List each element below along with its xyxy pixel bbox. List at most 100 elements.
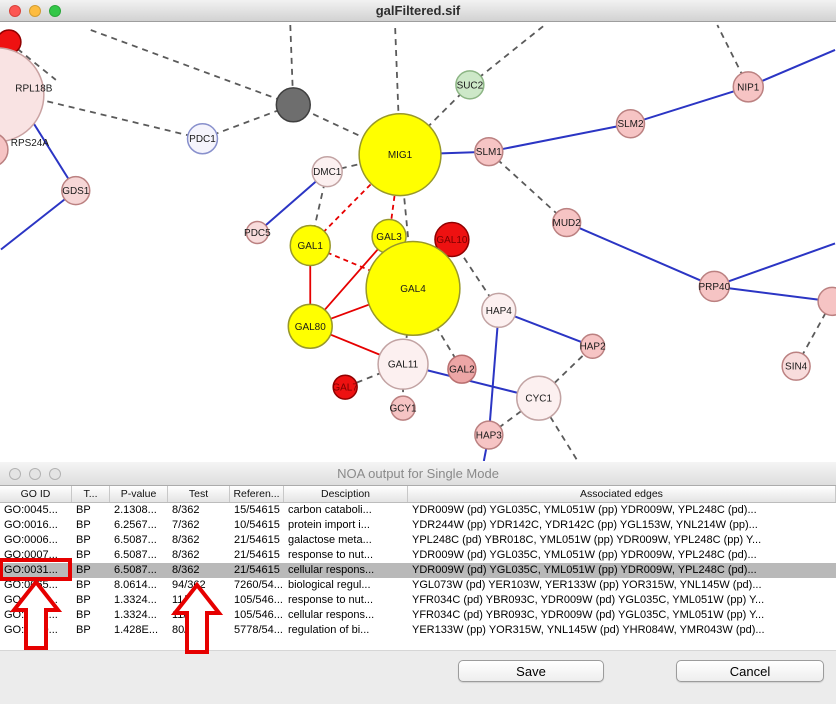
graph-node-GAL4[interactable]	[365, 240, 461, 337]
graph-node-label: SIN4	[785, 362, 808, 373]
graph-node-label: RPS24A	[11, 138, 50, 149]
cell-reference: 10/54615	[234, 519, 280, 531]
graph-node-GDS1[interactable]	[61, 175, 91, 206]
cell-go-id: GO:0016...	[4, 519, 58, 531]
graph-node-SLM2[interactable]	[615, 109, 646, 139]
graph-node-GCY1[interactable]	[390, 395, 416, 421]
graph-node-CYC1[interactable]	[516, 375, 562, 421]
graph-edge[interactable]	[714, 285, 833, 303]
graph-edge[interactable]	[309, 154, 401, 247]
graph-edge[interactable]	[713, 242, 836, 288]
graph-node-SUC2[interactable]	[455, 70, 485, 100]
cell-type: BP	[76, 609, 91, 621]
graph-node-label: GAL80	[295, 322, 326, 333]
graph-node-label: GAL1	[297, 241, 323, 252]
graph-node-RPS24A[interactable]	[0, 133, 9, 167]
column-header-test[interactable]: Test	[168, 486, 230, 502]
graph-node-PDC1[interactable]	[186, 123, 219, 155]
graph-edge[interactable]	[566, 221, 715, 288]
graph-node-HAP4[interactable]	[481, 292, 517, 329]
graph-node-SIN4[interactable]	[781, 351, 811, 381]
graph-node-MUD2[interactable]	[551, 207, 582, 238]
graph-edge[interactable]	[630, 85, 749, 125]
graph-node-GAL11[interactable]	[377, 338, 429, 390]
column-header-associated-edges[interactable]: Associated edges	[408, 486, 836, 502]
close-button[interactable]	[9, 467, 21, 480]
graph-node-label: GAL4	[400, 284, 426, 295]
graph-node-PDC5[interactable]	[245, 220, 270, 245]
cell-p-value: 6.5087...	[114, 564, 157, 576]
column-header-p-value[interactable]: P-value	[110, 486, 168, 502]
graph-node-DMC1[interactable]	[311, 155, 343, 188]
graph-node-label: PRP40	[699, 282, 731, 293]
graph-node-dark1[interactable]	[275, 87, 311, 123]
graph-node-label: MUD2	[553, 218, 582, 229]
cell-test: 8/362	[172, 549, 200, 561]
graph-edge[interactable]	[0, 189, 77, 251]
graph-node-NIP1[interactable]	[732, 71, 764, 103]
cell-p-value: 6.2567...	[114, 519, 157, 531]
graph-node-GAL1[interactable]	[289, 224, 331, 267]
cell-description: response to nut...	[288, 549, 373, 561]
graph-node-RPL18B[interactable]	[0, 47, 45, 143]
graph-node-MSN1[interactable]	[817, 286, 836, 317]
button-bar: Save Cancel	[0, 650, 836, 704]
graph-node-GAL10[interactable]	[434, 221, 470, 258]
cell-type: BP	[76, 534, 91, 546]
graph-edge[interactable]	[747, 49, 836, 88]
column-header-description[interactable]: Desciption	[284, 486, 408, 502]
noa-window-titlebar[interactable]: NOA output for Single Mode	[0, 462, 836, 486]
cancel-button[interactable]: Cancel	[676, 660, 824, 682]
minimize-button[interactable]	[29, 4, 41, 17]
cell-type: BP	[76, 549, 91, 561]
graph-edge[interactable]	[40, 98, 203, 140]
graph-edge[interactable]	[469, 24, 546, 86]
zoom-button[interactable]	[49, 467, 61, 480]
graph-node-label: PDC1	[189, 134, 216, 145]
close-button[interactable]	[9, 4, 21, 17]
column-header-reference[interactable]: Referen...	[230, 486, 284, 502]
graph-edge[interactable]	[488, 122, 631, 153]
graph-edge[interactable]	[292, 103, 401, 156]
cell-test: 11/362	[172, 594, 205, 606]
cell-reference: 21/54615	[234, 564, 280, 576]
network-window-titlebar[interactable]: galFiltered.sif	[0, 0, 836, 22]
minimize-button[interactable]	[29, 467, 41, 480]
graph-node-label: GAL7	[332, 383, 358, 394]
graph-node-HAP3[interactable]	[474, 420, 504, 450]
zoom-button[interactable]	[49, 4, 61, 17]
graph-edge[interactable]	[487, 310, 500, 436]
save-button[interactable]: Save	[458, 660, 604, 682]
graph-edge[interactable]	[488, 151, 568, 224]
graph-node-HAP2[interactable]	[579, 333, 606, 359]
graph-node-GAL80[interactable]	[287, 303, 333, 350]
graph-node-label: CYC1	[525, 394, 552, 405]
network-canvas[interactable]: RPL18BRPS24AGDS1PDC1DMC1MIG1SUC2SLM1SLM2…	[0, 22, 836, 461]
cell-associated-edges: YER133W (pp) YOR315W, YNL145W (pd) YHR08…	[412, 624, 765, 636]
cell-p-value: 6.5087...	[114, 549, 157, 561]
graph-node-label: GAL3	[376, 232, 402, 243]
graph-node-PRP40[interactable]	[698, 270, 731, 303]
cell-go-id: GO:0031...	[4, 564, 58, 576]
cell-type: BP	[76, 519, 91, 531]
cell-p-value: 2.1308...	[114, 504, 157, 516]
graph-node-GAL7[interactable]	[332, 374, 358, 400]
graph-node-MIG1[interactable]	[358, 113, 442, 197]
cell-reference: 105/546...	[234, 609, 283, 621]
graph-node-GAL2[interactable]	[447, 354, 477, 384]
column-header-type[interactable]: T...	[72, 486, 110, 502]
column-header-go-id[interactable]: GO ID	[0, 486, 72, 502]
graph-node-SLM1[interactable]	[474, 136, 504, 167]
cell-test: 80/362	[172, 624, 206, 636]
graph-edge[interactable]	[90, 29, 294, 106]
